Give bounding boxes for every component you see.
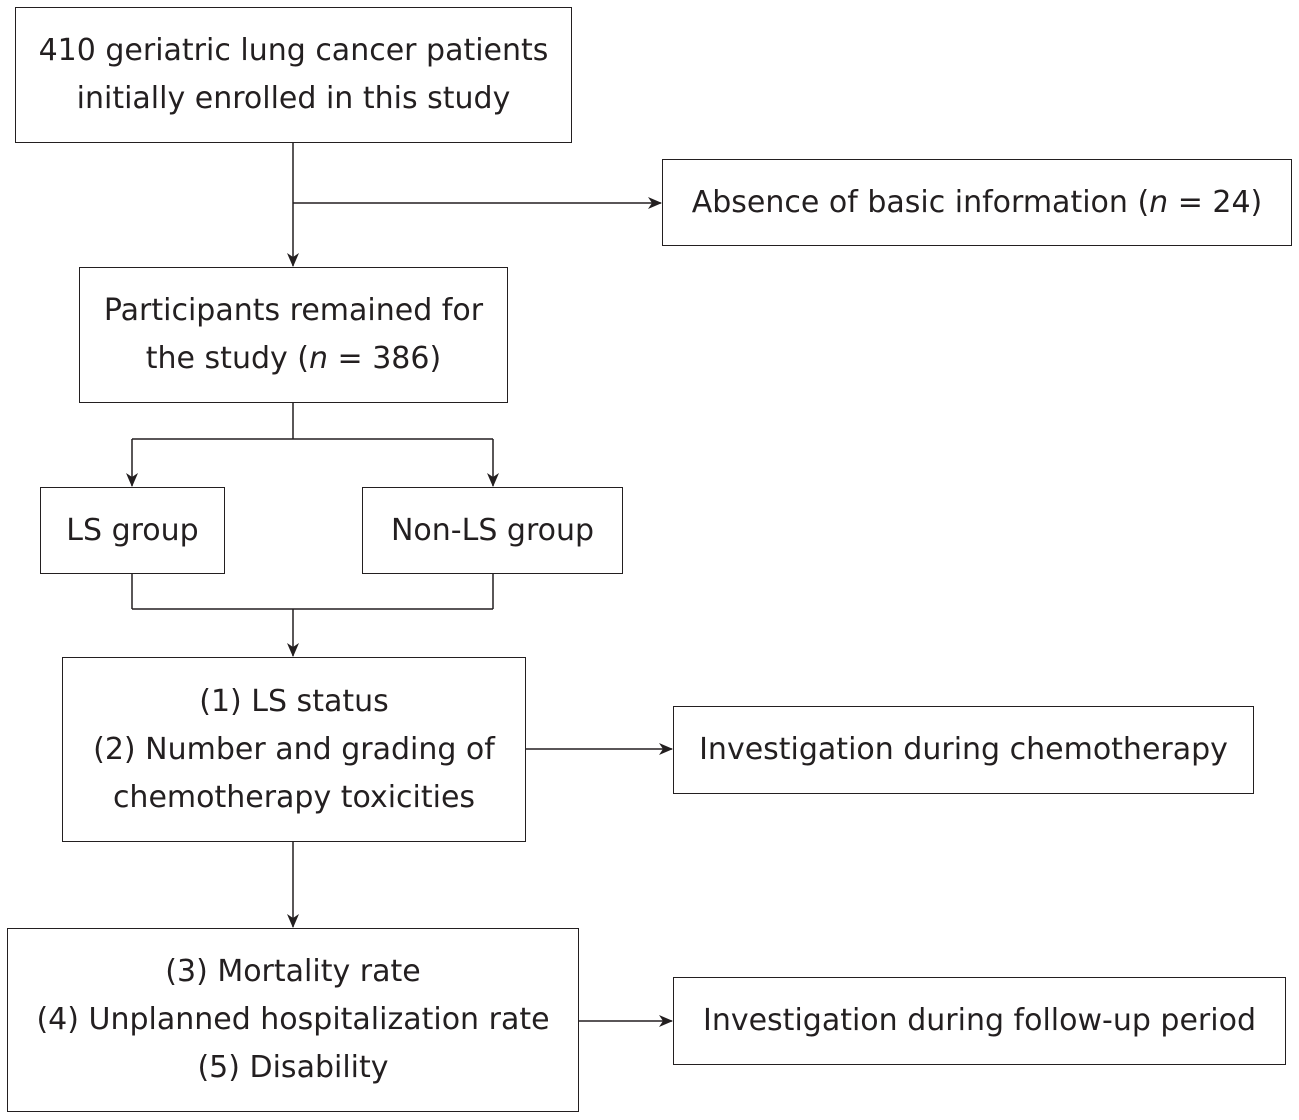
excluded-prefix: Absence of basic information ( xyxy=(691,184,1150,220)
enrolled-line2: initially enrolled in this study xyxy=(76,81,511,116)
chemo-investigation-label: Investigation during chemotherapy xyxy=(699,732,1228,767)
n-symbol: n xyxy=(1149,184,1169,220)
followup-outcomes-box: (3) Mortality rate (4) Unplanned hospita… xyxy=(7,928,579,1112)
followup-investigation-box: Investigation during follow-up period xyxy=(673,977,1286,1065)
excluded-suffix: = 24) xyxy=(1168,184,1263,220)
chemo-outcome-3: chemotherapy toxicities xyxy=(112,779,476,815)
remained-prefix: the study ( xyxy=(145,341,309,376)
remained-box: Participants remained for the study (n =… xyxy=(79,267,508,403)
followup-outcome-4: (4) Unplanned hospitalization rate xyxy=(36,1002,550,1037)
followup-outcome-3: (3) Mortality rate xyxy=(165,954,421,989)
ls-group-label: LS group xyxy=(66,512,199,548)
excluded-text: Absence of basic information (n = 24) xyxy=(692,179,1263,227)
chemo-outcome-2: (2) Number and grading of xyxy=(93,731,495,767)
followup-investigation-label: Investigation during follow-up period xyxy=(702,1003,1256,1038)
enrolled-box: 410 geriatric lung cancer patients initi… xyxy=(15,7,572,143)
chemo-outcomes-box: (1) LS status (2) Number and grading of … xyxy=(62,657,526,842)
non-ls-group-label: Non-LS group xyxy=(390,512,595,548)
n-symbol: n xyxy=(309,341,329,376)
chemo-investigation-box: Investigation during chemotherapy xyxy=(673,706,1254,794)
excluded-box: Absence of basic information (n = 24) xyxy=(662,159,1292,246)
ls-group-box: LS group xyxy=(40,487,225,574)
remained-line1: Participants remained for xyxy=(103,293,484,328)
remained-suffix: = 386) xyxy=(328,341,442,376)
followup-outcome-5: (5) Disability xyxy=(197,1050,389,1085)
chemo-outcome-1: (1) LS status xyxy=(199,683,389,719)
enrolled-line1: 410 geriatric lung cancer patients xyxy=(38,33,549,68)
remained-line2: the study (n = 386) xyxy=(146,335,441,383)
non-ls-group-box: Non-LS group xyxy=(362,487,623,574)
